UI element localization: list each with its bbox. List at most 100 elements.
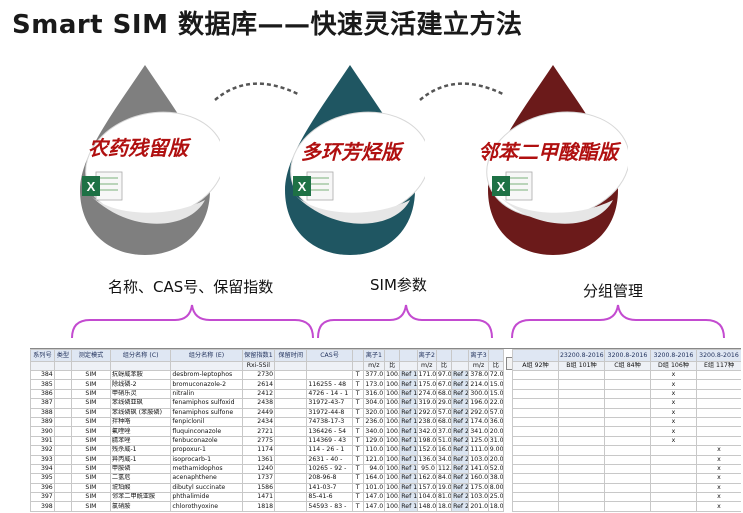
group-header-cell: 23200.8-2016: [558, 349, 605, 362]
table-cell: 148.0: [416, 501, 437, 512]
table-cell: 52.00: [487, 463, 505, 475]
filter-cell: 比: [384, 361, 401, 371]
group-row[interactable]: x: [512, 426, 741, 437]
group-mark-cell: [696, 435, 741, 447]
group-row[interactable]: x: [512, 388, 741, 400]
group-row[interactable]: x: [512, 369, 741, 381]
table-cell: Ref 2: [451, 407, 470, 418]
table-cell: 100.00: [384, 398, 401, 409]
table-cell: 198.0: [416, 435, 437, 447]
brace-names: [71, 304, 314, 339]
group-row[interactable]: x: [512, 454, 741, 465]
table-cell: 1586: [241, 482, 276, 494]
section-label-names: 名称、CAS号、保留指数: [108, 278, 274, 296]
group-mark-cell: [512, 501, 559, 512]
group-row[interactable]: x: [512, 407, 741, 418]
group-mark-cell: [512, 482, 559, 494]
filter-cell: [399, 361, 418, 371]
group-count-cell: E组 117种: [696, 361, 741, 371]
table-cell: 110.0: [362, 445, 386, 456]
group-row[interactable]: x: [512, 379, 741, 390]
table-cell: 97.00: [435, 369, 453, 381]
table-cell: 1240: [241, 463, 276, 475]
group-mark-cell: [604, 388, 651, 400]
group-mark-cell: [558, 388, 605, 400]
table-cell: fenpiclonil: [170, 416, 243, 428]
table-cell: Ref 2: [451, 454, 470, 465]
table-cell: [53, 501, 73, 512]
group-row[interactable]: x: [512, 501, 741, 512]
table-cell: 392: [30, 445, 55, 456]
table-cell: 2412: [241, 388, 276, 400]
table-cell: 100.00: [384, 501, 401, 512]
group-row[interactable]: x: [512, 473, 741, 484]
table-cell: Ref 1: [399, 416, 418, 428]
table-cell: 160.0: [468, 473, 489, 484]
table-cell: SIM: [71, 398, 111, 409]
group-row[interactable]: x: [512, 435, 741, 447]
header-cell: 离子2: [416, 349, 437, 362]
table-cell: 396: [30, 482, 55, 494]
table-cell: 31972-44-8: [306, 407, 353, 418]
table-cell: 136426 - 54: [306, 426, 353, 437]
table-cell: Ref 2: [451, 435, 470, 447]
table-cell: Ref 1: [399, 463, 418, 475]
table-cell: 387: [30, 398, 55, 409]
group-row[interactable]: x: [512, 445, 741, 456]
table-cell: [53, 435, 73, 447]
table-cell: 94.0: [362, 463, 386, 475]
table-cell: 384: [30, 369, 55, 381]
group-mark-cell: x: [650, 388, 697, 400]
table-cell: [274, 369, 308, 381]
table-cell: 31972-43-7: [306, 398, 353, 409]
table-cell: 57.00: [487, 407, 505, 418]
group-row[interactable]: x: [512, 492, 741, 503]
group-row[interactable]: x: [512, 463, 741, 475]
table-cell: 395: [30, 473, 55, 484]
header-cell: [351, 349, 364, 362]
group-mark-cell: [650, 445, 697, 456]
table-cell: 100.00: [384, 416, 401, 428]
group-row[interactable]: x: [512, 416, 741, 428]
table-cell: 57.00: [435, 407, 453, 418]
table-cell: 54593 - 83 -: [306, 501, 353, 512]
header-cell: 类型: [53, 349, 73, 362]
table-cell: [274, 426, 308, 437]
table-cell: [53, 398, 73, 409]
table-cell: 174.0: [468, 416, 489, 428]
table-cell: [274, 473, 308, 484]
table-cell: 386: [30, 388, 55, 400]
group-mark-cell: [558, 379, 605, 390]
group-header-cell: [512, 349, 559, 362]
table-cell: T: [351, 473, 364, 484]
drop-label-3: 邻苯二甲酸酯版: [478, 140, 618, 164]
group-mark-cell: [558, 482, 605, 494]
table-cell: [274, 454, 308, 465]
table-cell: Ref 2: [451, 445, 470, 456]
group-row[interactable]: x: [512, 398, 741, 409]
group-mark-cell: [558, 369, 605, 381]
table-cell: SIM: [71, 445, 111, 456]
group-row[interactable]: x: [512, 482, 741, 494]
group-mark-cell: [604, 473, 651, 484]
group-mark-cell: [604, 398, 651, 409]
table-cell: 125.0: [468, 435, 489, 447]
group-mark-cell: [604, 454, 651, 465]
